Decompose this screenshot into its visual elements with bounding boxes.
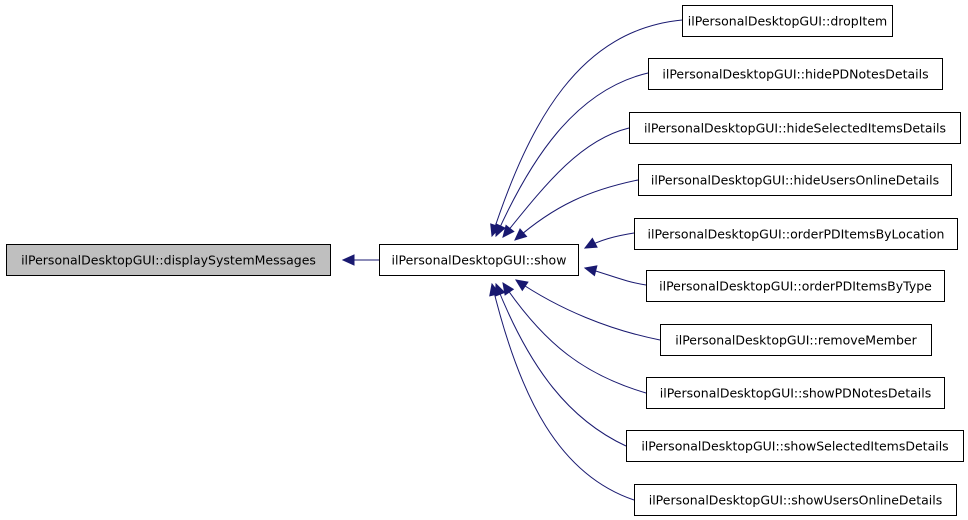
node-label: ilPersonalDesktopGUI::orderPDItemsByLoca… xyxy=(648,227,945,242)
node-box[interactable] xyxy=(648,58,943,90)
node-showSelectedItemsDetails[interactable]: ilPersonalDesktopGUI::showSelectedItemsD… xyxy=(626,430,964,462)
nodes-layer: ilPersonalDesktopGUI::displaySystemMessa… xyxy=(6,5,964,516)
node-label: ilPersonalDesktopGUI::hideUsersOnlineDet… xyxy=(651,173,939,188)
edge-arrowhead xyxy=(495,223,506,238)
node-box[interactable] xyxy=(682,5,893,37)
node-removeMember[interactable]: ilPersonalDesktopGUI::removeMember xyxy=(660,324,932,356)
node-orderPDItemsByType[interactable]: ilPersonalDesktopGUI::orderPDItemsByType xyxy=(646,270,945,302)
edge-arrowhead xyxy=(583,237,598,249)
node-label: ilPersonalDesktopGUI::orderPDItemsByType xyxy=(659,279,932,294)
node-orderPDItemsByLocation[interactable]: ilPersonalDesktopGUI::orderPDItemsByLoca… xyxy=(634,218,958,250)
node-box[interactable] xyxy=(626,430,964,462)
node-dropItem[interactable]: ilPersonalDesktopGUI::dropItem xyxy=(682,5,893,37)
edge-line xyxy=(491,19,683,237)
edge-line xyxy=(502,282,647,394)
node-box[interactable] xyxy=(660,324,932,356)
edge-arrowhead xyxy=(489,282,501,297)
node-showUsersOnlineDetails[interactable]: ilPersonalDesktopGUI::showUsersOnlineDet… xyxy=(634,484,957,516)
node-hidePDNotesDetails[interactable]: ilPersonalDesktopGUI::hidePDNotesDetails xyxy=(648,58,943,90)
edge-showPDNotesDetails-to-show xyxy=(502,281,647,394)
node-label: ilPersonalDesktopGUI::dropItem xyxy=(688,14,887,29)
node-label: ilPersonalDesktopGUI::removeMember xyxy=(675,333,917,348)
edge-line xyxy=(491,283,635,501)
edge-removeMember-to-show xyxy=(514,279,661,341)
node-box[interactable] xyxy=(629,112,961,144)
edge-arrowhead xyxy=(502,281,515,296)
node-label: ilPersonalDesktopGUI::displaySystemMessa… xyxy=(21,253,316,268)
node-label: ilPersonalDesktopGUI::hideSelectedItemsD… xyxy=(644,121,946,136)
edge-arrowhead xyxy=(502,224,515,238)
edge-arrowhead xyxy=(514,279,529,292)
node-displaySystemMessages[interactable]: ilPersonalDesktopGUI::displaySystemMessa… xyxy=(6,244,331,276)
node-label: ilPersonalDesktopGUI::showPDNotesDetails xyxy=(660,386,931,401)
node-label: ilPersonalDesktopGUI::hidePDNotesDetails xyxy=(662,67,928,82)
node-box[interactable] xyxy=(646,270,945,302)
edge-hideSelectedItemsDetails-to-show xyxy=(502,127,630,238)
node-box[interactable] xyxy=(634,484,957,516)
edge-hidePDNotesDetails-to-show xyxy=(495,72,649,238)
node-showPDNotesDetails[interactable]: ilPersonalDesktopGUI::showPDNotesDetails xyxy=(646,377,945,409)
edge-line xyxy=(495,283,627,447)
node-label: ilPersonalDesktopGUI::showSelectedItemsD… xyxy=(641,439,948,454)
edge-line xyxy=(514,179,639,241)
edge-showSelectedItemsDetails-to-show xyxy=(494,282,627,447)
node-label: ilPersonalDesktopGUI::showUsersOnlineDet… xyxy=(649,493,943,508)
edge-hideUsersOnlineDetails-to-show xyxy=(514,179,639,241)
edge-orderPDItemsByType-to-show xyxy=(583,265,647,286)
edge-line xyxy=(515,279,661,341)
node-hideSelectedItemsDetails[interactable]: ilPersonalDesktopGUI::hideSelectedItemsD… xyxy=(629,112,961,144)
edge-arrowhead xyxy=(514,228,528,241)
node-box[interactable] xyxy=(6,244,331,276)
node-box[interactable] xyxy=(646,377,945,409)
node-box[interactable] xyxy=(634,218,958,250)
edge-line xyxy=(502,127,630,238)
edges-layer xyxy=(341,19,683,501)
edge-line xyxy=(495,72,649,237)
node-hideUsersOnlineDetails[interactable]: ilPersonalDesktopGUI::hideUsersOnlineDet… xyxy=(638,164,952,196)
edge-orderPDItemsByLocation-to-show xyxy=(583,232,635,249)
node-show[interactable]: ilPersonalDesktopGUI::show xyxy=(379,244,579,276)
edge-arrowhead xyxy=(341,254,355,266)
edge-show-to-displaySystemMessages xyxy=(341,254,379,266)
edge-arrowhead xyxy=(583,265,598,277)
node-box[interactable] xyxy=(379,244,579,276)
edge-showUsersOnlineDetails-to-show xyxy=(489,282,635,501)
node-label: ilPersonalDesktopGUI::show xyxy=(392,253,567,268)
node-box[interactable] xyxy=(638,164,952,196)
